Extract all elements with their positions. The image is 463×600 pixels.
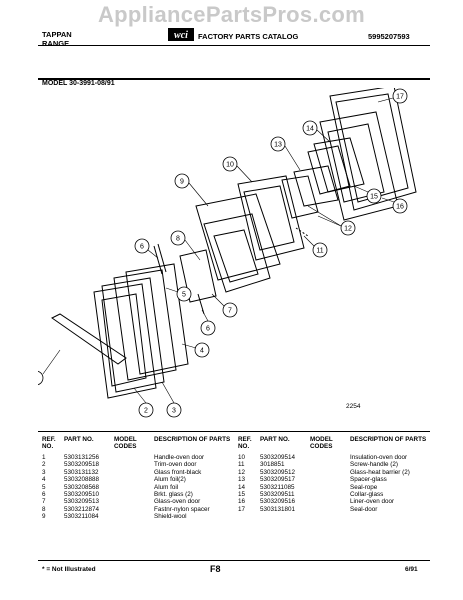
watermark: AppliancePartsPros.com bbox=[97, 2, 366, 27]
trim-oven-door-part bbox=[93, 283, 157, 399]
svg-text:13: 13 bbox=[274, 142, 282, 149]
callout-2: 2 bbox=[138, 402, 154, 418]
svg-text:7: 7 bbox=[228, 308, 232, 315]
svg-text:6: 6 bbox=[206, 326, 210, 333]
product-type: RANGE bbox=[42, 39, 70, 48]
insulation-part bbox=[237, 175, 305, 261]
col-model-codes-header: MODEL CODES bbox=[114, 436, 137, 451]
callout-12: 12 bbox=[340, 220, 356, 236]
svg-text:6: 6 bbox=[140, 244, 144, 251]
callout-3: 3 bbox=[166, 402, 182, 418]
glass-oven-door-part bbox=[179, 249, 217, 303]
callout-15: 15 bbox=[366, 188, 382, 204]
col-part-header: PART NO. bbox=[64, 436, 94, 443]
brand-name: TAPPAN bbox=[42, 30, 72, 39]
glass-front-part bbox=[113, 269, 177, 381]
exploded-diagram: 17 14 13 10 9 15 16 12 11 8 6 5 7 6 4 1 … bbox=[38, 88, 417, 418]
handle-part bbox=[51, 313, 127, 365]
wci-logo: wci bbox=[168, 28, 194, 41]
callout-4: 4 bbox=[194, 342, 210, 358]
seal-rope-part bbox=[313, 137, 365, 193]
callout-6b: 6 bbox=[200, 320, 216, 336]
alum-foil-part bbox=[125, 263, 189, 375]
svg-text:4: 4 bbox=[200, 348, 204, 355]
catalog-title: FACTORY PARTS CATALOG bbox=[198, 32, 299, 41]
callout-6: 6 bbox=[134, 238, 150, 254]
catalog-number: 5995207593 bbox=[368, 32, 410, 41]
svg-text:2: 2 bbox=[144, 408, 148, 415]
trim-part bbox=[101, 277, 165, 393]
leader-lines bbox=[42, 97, 395, 404]
svg-text:8: 8 bbox=[176, 236, 180, 243]
table-rule bbox=[38, 431, 430, 432]
col-description-header: DESCRIPTION OF PARTS bbox=[350, 436, 427, 443]
callout-16: 16 bbox=[392, 198, 408, 214]
page-number: F8 bbox=[210, 564, 221, 574]
callout-10: 10 bbox=[222, 156, 238, 172]
svg-text:3: 3 bbox=[172, 408, 176, 415]
svg-text:5: 5 bbox=[182, 292, 186, 299]
not-illustrated-note: * = Not Illustrated bbox=[42, 566, 96, 573]
footer-rule bbox=[38, 560, 430, 561]
revision-date: 6/91 bbox=[405, 566, 418, 573]
callout-17: 17 bbox=[392, 88, 408, 104]
model-label: MODEL 30-3991-08/91 bbox=[42, 80, 115, 87]
brand-block: TAPPAN RANGE bbox=[42, 30, 72, 48]
svg-text:12: 12 bbox=[344, 226, 352, 233]
callout-7: 7 bbox=[222, 302, 238, 318]
model-rule bbox=[38, 78, 430, 80]
callout-13: 13 bbox=[270, 136, 286, 152]
svg-text:11: 11 bbox=[316, 248, 323, 255]
col-ref-header: REF. NO. bbox=[238, 436, 252, 451]
callout-markers: 17 14 13 10 9 15 16 12 11 8 6 5 7 6 4 1 … bbox=[38, 88, 408, 418]
shield-wool-part bbox=[195, 193, 281, 281]
collar-glass-part bbox=[307, 145, 351, 195]
callout-8: 8 bbox=[170, 230, 186, 246]
figure-number: 2254 bbox=[346, 403, 361, 410]
col-part-header: PART NO. bbox=[260, 436, 290, 443]
parts-table-right: REF. NO. PART NO. MODEL CODES DESCRIPTIO… bbox=[238, 436, 430, 513]
callout-14: 14 bbox=[302, 120, 318, 136]
col-ref-header: REF. NO. bbox=[42, 436, 56, 451]
svg-text:wci: wci bbox=[174, 30, 188, 41]
header-rule bbox=[38, 45, 430, 46]
callout-5: 5 bbox=[176, 286, 192, 302]
col-model-codes-header: MODEL CODES bbox=[310, 436, 333, 451]
table-header: REF. NO. PART NO. MODEL CODES DESCRIPTIO… bbox=[42, 436, 234, 454]
svg-text:14: 14 bbox=[306, 126, 314, 133]
callout-9: 9 bbox=[174, 173, 190, 189]
spacer-glass-part bbox=[293, 165, 339, 207]
callout-11: 11 bbox=[312, 242, 328, 258]
callout-1: 1 bbox=[38, 370, 44, 386]
table-header: REF. NO. PART NO. MODEL CODES DESCRIPTIO… bbox=[238, 436, 430, 454]
svg-text:15: 15 bbox=[370, 194, 378, 201]
svg-text:16: 16 bbox=[396, 204, 404, 211]
col-description-header: DESCRIPTION OF PARTS bbox=[154, 436, 231, 443]
svg-text:17: 17 bbox=[396, 94, 404, 101]
inner-door-panel bbox=[203, 213, 271, 293]
parts-table-left: REF. NO. PART NO. MODEL CODES DESCRIPTIO… bbox=[42, 436, 234, 521]
svg-text:10: 10 bbox=[226, 162, 234, 169]
svg-text:9: 9 bbox=[180, 179, 184, 186]
